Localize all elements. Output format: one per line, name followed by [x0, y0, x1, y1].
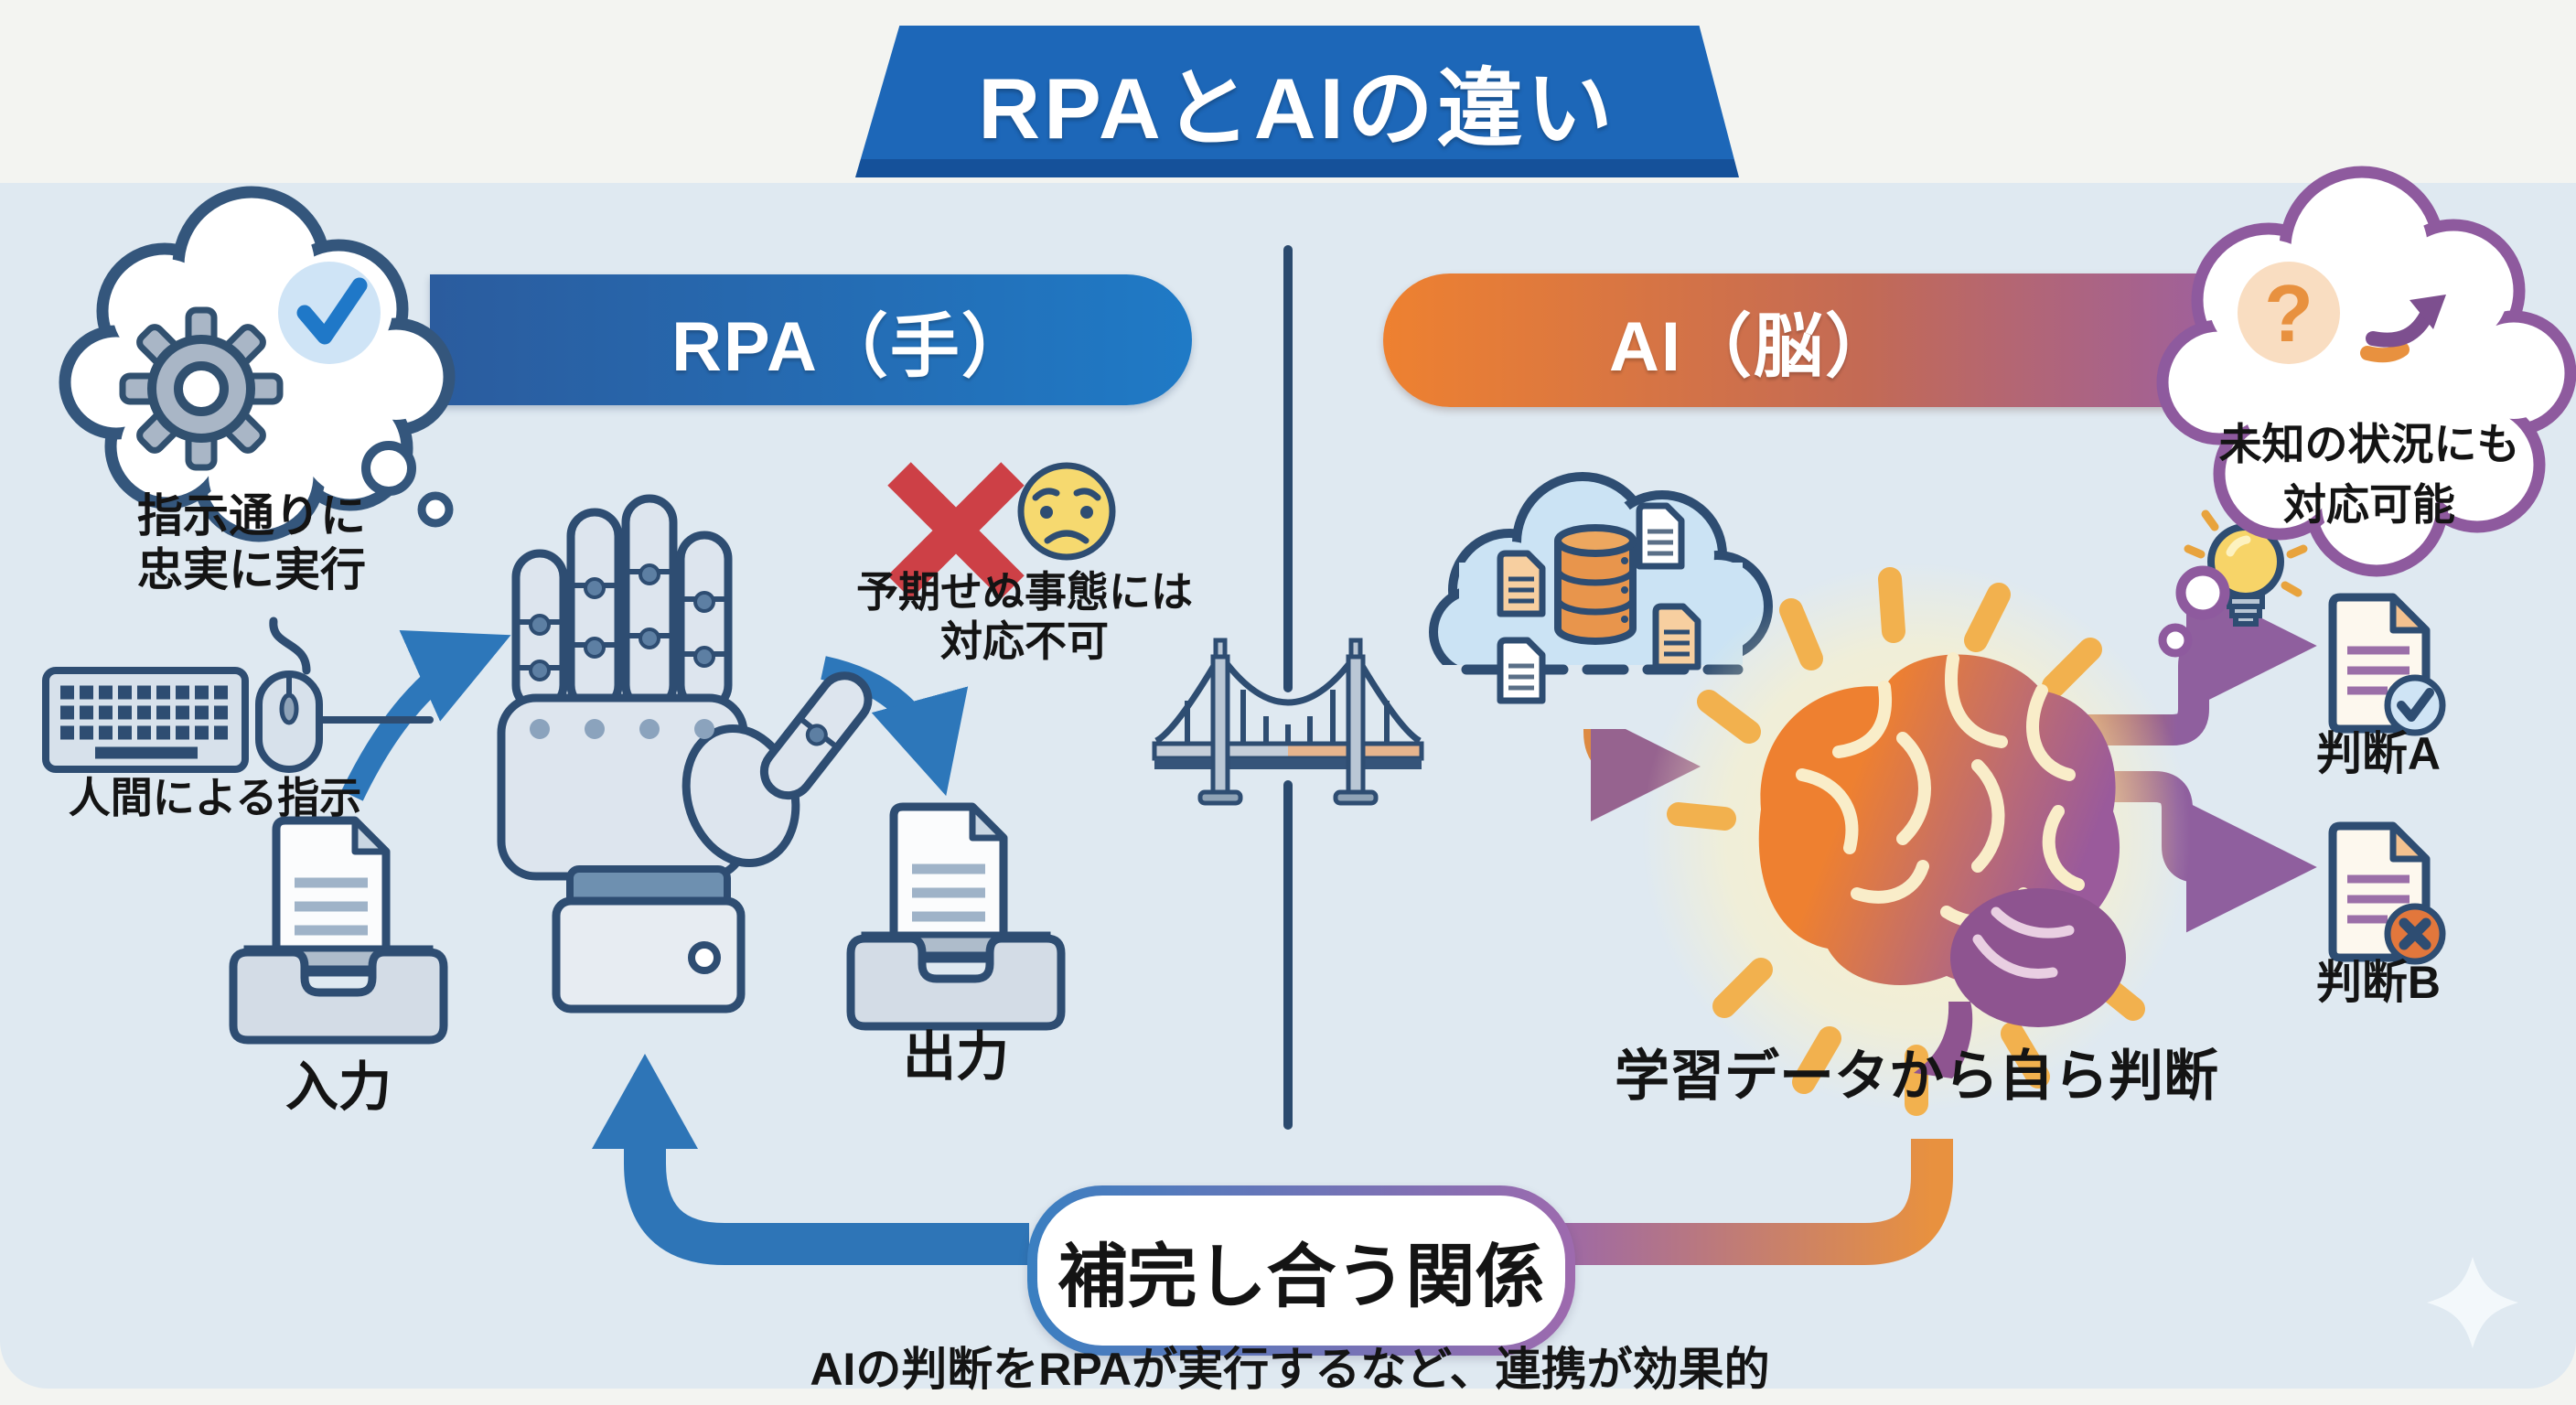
branch-arrow-icon — [2360, 295, 2446, 363]
brain-to-decision-a-arrow — [2088, 580, 2317, 745]
brain-to-pill-path — [1555, 1139, 1953, 1265]
database-icon — [1554, 524, 1637, 645]
output-tray-label: 出力 — [902, 1027, 1009, 1087]
divider-line-top — [1283, 245, 1293, 692]
input-tray-label: 入力 — [284, 1057, 392, 1117]
cloud-to-brain-arrow — [1583, 660, 1701, 821]
relation-pill: 補完し合う関係 — [1027, 1185, 1575, 1356]
cloud-database-icon — [1413, 472, 1788, 729]
brain-illustration — [1642, 563, 2191, 1116]
footer-caption: AIの判断をRPAが実行するなど、連携が効果的 — [810, 1344, 1770, 1395]
rpa-thought-text: 指示通りに 忠実に実行 — [137, 490, 366, 595]
data-document-icons — [1497, 502, 1701, 704]
worried-face-icon — [1017, 462, 1116, 561]
ai-thought-bubble-large — [2175, 565, 2230, 620]
check-badge-icon — [2384, 674, 2446, 736]
ai-banner-label: AI（脳） — [1609, 308, 1896, 386]
ai-thought-bubble-small — [2158, 623, 2193, 658]
decision-doc-a — [2328, 593, 2446, 736]
human-input-label: 人間による指示 — [68, 774, 362, 821]
x-mark-icon — [887, 462, 1025, 599]
page-title: RPAとAIの違い — [978, 60, 1616, 156]
keyboard-icon — [42, 667, 249, 773]
rpa-limitation-text: 予期せぬ事態には 対応不可 — [856, 568, 1193, 666]
title-banner: RPAとAIの違い — [855, 26, 1739, 177]
rpa-section-banner: RPA（手） — [430, 274, 1192, 405]
relation-pill-label: 補完し合う関係 — [1057, 1239, 1545, 1316]
thought-bubble-large — [361, 441, 416, 496]
mouse-icon — [255, 670, 434, 773]
sparkle-icon — [2427, 1257, 2518, 1348]
bridge-icon — [1152, 638, 1424, 806]
gear-icon — [119, 306, 284, 471]
outbox-tray-icon — [846, 802, 1066, 1031]
decision-a-label: 判断A — [2315, 728, 2442, 779]
human-input-icons — [42, 617, 434, 773]
ai-section-banner: AI（脳） — [1383, 273, 2259, 407]
rpa-thought-cloud — [59, 186, 456, 542]
human-to-hand-arrow — [341, 630, 511, 801]
keyboard-cable — [269, 617, 311, 675]
inbox-tray-icon — [229, 816, 448, 1045]
brain-rays — [1667, 567, 2145, 1116]
rpa-banner-label: RPA（手） — [671, 307, 1033, 386]
pill-to-rpa-return-arrow — [592, 1054, 1029, 1265]
divider-line-bottom — [1283, 780, 1293, 1130]
brain-cerebellum — [1914, 888, 2126, 1078]
decision-b-label: 判断B — [2315, 957, 2442, 1008]
decision-doc-b — [2328, 821, 2446, 965]
check-icon — [278, 262, 381, 364]
ai-thought-cloud: ? 未知の状況にも 対応可能 — [2156, 166, 2576, 658]
x-badge-icon — [2384, 903, 2446, 965]
ai-learning-caption: 学習データから自ら判断 — [1615, 1046, 2218, 1107]
question-icon: ? — [2238, 262, 2340, 364]
ai-thought-line1: 未知の状況にも — [2219, 420, 2520, 468]
svg-text:?: ? — [2264, 268, 2313, 359]
ai-thought-line2: 対応可能 — [2283, 480, 2455, 529]
robot-hand-illustration — [497, 494, 873, 1014]
thought-bubble-small — [417, 491, 454, 528]
